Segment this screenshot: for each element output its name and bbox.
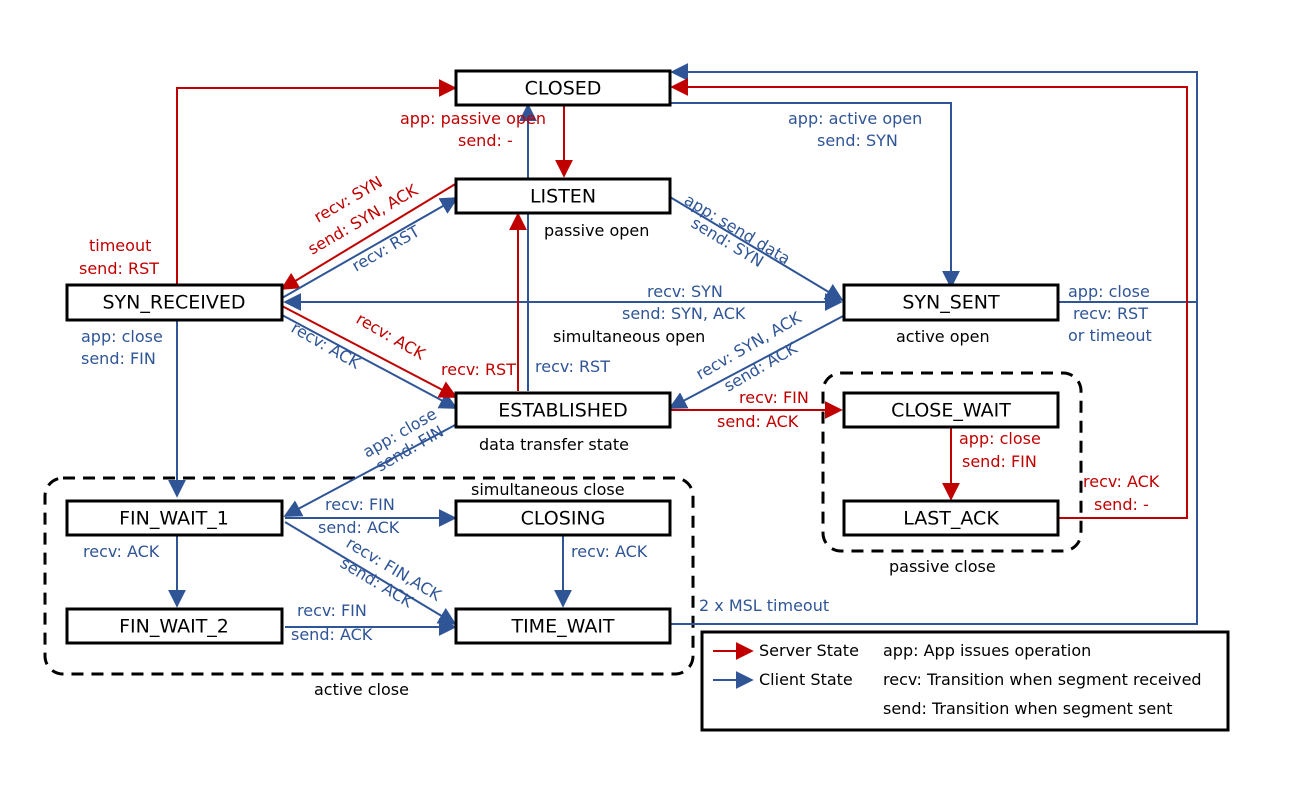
label-finwait2-timewait-1: recv: FIN — [297, 601, 367, 620]
passive-close-group — [821, 371, 1083, 553]
state-closed-label: CLOSED — [525, 78, 602, 100]
label-finwait2-timewait-2: send: ACK — [291, 625, 373, 644]
label-est-closed: recv: RST — [535, 357, 610, 376]
legend-send-desc: send: Transition when segment sent — [883, 699, 1173, 718]
state-listen-label: LISTEN — [530, 186, 596, 208]
state-close-wait-label: CLOSE_WAIT — [891, 400, 1011, 422]
state-close-wait[interactable] — [842, 391, 1060, 429]
state-established[interactable] — [454, 391, 672, 429]
state-closing-label: CLOSING — [521, 508, 606, 530]
label-synsent-closed-2: recv: RST — [1073, 304, 1148, 323]
label-synrcvd-closed-2: send: RST — [79, 259, 159, 278]
legend-box — [700, 630, 1230, 732]
state-closing[interactable] — [454, 499, 672, 537]
edge-synrcvd-closed — [176, 79, 457, 287]
label-closed-synsent-2: send: SYN — [817, 131, 898, 150]
edge-lastack-closed — [670, 78, 1188, 519]
label-closewait-lastack-2: send: FIN — [962, 452, 1037, 471]
legend: Server State Client State app: App issue… — [700, 630, 1230, 732]
state-last-ack[interactable] — [842, 499, 1060, 537]
state-last-ack-label: LAST_ACK — [903, 508, 999, 530]
state-closed[interactable] — [454, 69, 672, 107]
state-fin-wait-1-label: FIN_WAIT_1 — [119, 508, 229, 530]
label-active-open: active open — [896, 327, 990, 346]
label-simultaneous-close: simultaneous close — [471, 480, 625, 499]
state-syn-received-label: SYN_RECEIVED — [102, 292, 245, 314]
label-synsent-synrcvd-1: recv: SYN — [647, 282, 723, 301]
label-lastack-closed-2: send: - — [1094, 495, 1149, 514]
label-est-closewait-1: recv: FIN — [739, 388, 809, 407]
label-synsent-closed-1: app: close — [1068, 282, 1150, 301]
active-close-group — [43, 476, 695, 676]
edge-timewait-closed — [670, 302, 1198, 625]
label-synrcvd-closed-1: timeout — [89, 236, 151, 255]
label-synsent-closed-3: or timeout — [1068, 326, 1152, 345]
label-closed-listen-1: app: passive open — [400, 109, 546, 128]
label-est-closewait-2: send: ACK — [717, 412, 799, 431]
state-syn-sent[interactable] — [842, 283, 1060, 322]
edge-closed-synsent — [670, 102, 960, 289]
label-active-close: active close — [314, 680, 409, 699]
label-finwait1-closing-1: recv: FIN — [325, 495, 395, 514]
edge-synsent-est — [668, 314, 846, 409]
edge-synsent-closed — [670, 63, 1198, 303]
state-syn-received[interactable] — [65, 283, 284, 322]
edge-listen-synsent — [669, 196, 844, 301]
label-closing-timewait: recv: ACK — [571, 542, 648, 561]
label-timewait-closed: 2 x MSL timeout — [699, 596, 829, 615]
label-finwait1-finwait2: recv: ACK — [83, 542, 160, 561]
state-fin-wait-1[interactable] — [65, 499, 284, 537]
state-established-label: ESTABLISHED — [498, 400, 627, 422]
edge-synrcvd-listen — [281, 197, 459, 299]
state-syn-sent-label: SYN_SENT — [902, 292, 1000, 314]
label-data-transfer-state: data transfer state — [479, 435, 629, 454]
label-closed-synsent-1: app: active open — [788, 109, 922, 128]
state-time-wait[interactable] — [454, 607, 672, 645]
legend-recv-desc: recv: Transition when segment received — [883, 670, 1202, 689]
label-closewait-lastack-1: app: close — [959, 429, 1041, 448]
label-passive-open: passive open — [544, 221, 649, 240]
state-fin-wait-2[interactable] — [65, 607, 284, 645]
label-passive-close: passive close — [889, 557, 996, 576]
edge-synrcvd-est-server — [281, 305, 458, 398]
label-simultaneous-open: simultaneous open — [553, 327, 705, 346]
state-listen[interactable] — [454, 177, 672, 215]
label-lastack-closed-1: recv: ACK — [1083, 472, 1160, 491]
label-synrcvd-finwait1-1: app: close — [81, 327, 163, 346]
label-synsent-synrcvd-2: send: SYN, ACK — [622, 304, 746, 323]
label-est-listen: recv: RST — [441, 360, 516, 379]
label-finwait1-closing-2: send: ACK — [318, 518, 400, 537]
label-synrcvd-est-client: recv: ACK — [288, 318, 364, 373]
legend-server-label: Server State — [759, 641, 859, 660]
edge-synrcvd-est-client — [281, 314, 458, 409]
state-time-wait-label: TIME_WAIT — [510, 616, 614, 638]
edge-finwait1-timewait — [284, 521, 457, 625]
label-synrcvd-finwait1-2: send: FIN — [81, 349, 156, 368]
label-closed-listen-2: send: - — [458, 131, 513, 150]
legend-app-desc: app: App issues operation — [883, 641, 1091, 660]
state-fin-wait-2-label: FIN_WAIT_2 — [119, 616, 229, 638]
label-synrcvd-est-server: recv: ACK — [353, 309, 429, 364]
legend-client-label: Client State — [759, 670, 853, 689]
edge-est-finwait1 — [283, 423, 458, 517]
edge-listen-synrcvd — [280, 182, 458, 290]
